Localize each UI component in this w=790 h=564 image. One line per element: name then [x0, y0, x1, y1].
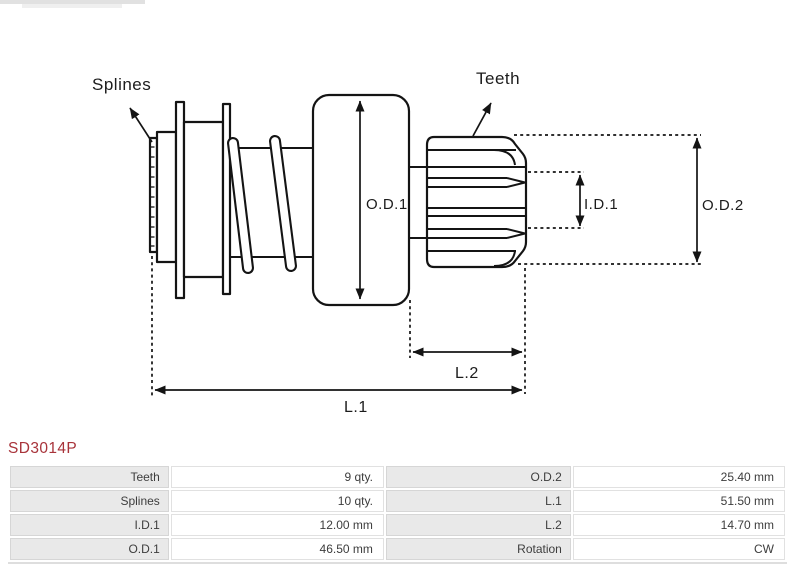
spec-value: CW [572, 538, 785, 560]
spec-label: L.2 [385, 514, 571, 536]
scan-artifact [0, 0, 145, 4]
od2-label: O.D.2 [702, 197, 744, 214]
splines-pointer-arrow [129, 107, 153, 143]
spring [227, 135, 314, 274]
splined-shaft [148, 130, 178, 264]
spec-value: 51.50 mm [572, 490, 785, 512]
part-number-title: SD3014P [8, 440, 78, 457]
spec-label: I.D.1 [10, 514, 169, 536]
spec-value: 12.00 mm [170, 514, 384, 536]
diagram-labels: Splines Teeth O.D.1 I.D.1 O.D.2 L.2 L.1 [92, 69, 744, 416]
scan-artifact [22, 4, 122, 8]
spec-label: L.1 [385, 490, 571, 512]
spec-value: 46.50 mm [170, 538, 384, 560]
spec-value: 10 qty. [170, 490, 384, 512]
next-row-edge [8, 562, 787, 564]
table-row: O.D.1 46.50 mm Rotation CW [10, 538, 785, 560]
table-row: Teeth 9 qty. O.D.2 25.40 mm [10, 466, 785, 488]
spec-label: O.D.2 [385, 466, 571, 488]
od1-label: O.D.1 [366, 196, 408, 213]
l1-label: L.1 [344, 399, 368, 416]
spec-value: 25.40 mm [572, 466, 785, 488]
table-row: I.D.1 12.00 mm L.2 14.70 mm [10, 514, 785, 536]
technical-diagram-svg: Splines Teeth O.D.1 I.D.1 O.D.2 L.2 L.1 [92, 69, 744, 416]
splines-label: Splines [92, 75, 151, 94]
teeth-label: Teeth [476, 69, 520, 88]
spec-value: 9 qty. [170, 466, 384, 488]
pinion-hub [409, 166, 427, 239]
spec-table: Teeth 9 qty. O.D.2 25.40 mm Splines 10 q… [8, 464, 787, 562]
pinion-gear [425, 135, 528, 269]
spec-label: Splines [10, 490, 169, 512]
extension-lines [151, 134, 701, 396]
starter-drive-diagram: Splines Teeth O.D.1 I.D.1 O.D.2 L.2 L.1 [92, 69, 744, 416]
id1-label: I.D.1 [584, 196, 618, 213]
l2-label: L.2 [455, 365, 479, 382]
spec-label: Rotation [385, 538, 571, 560]
table-row: Splines 10 qty. L.1 51.50 mm [10, 490, 785, 512]
spec-label: Teeth [10, 466, 169, 488]
drive-hub [174, 100, 232, 300]
teeth-pointer-arrow [472, 102, 492, 137]
spec-label: O.D.1 [10, 538, 169, 560]
dimension-arrows [129, 100, 702, 395]
spec-value: 14.70 mm [572, 514, 785, 536]
